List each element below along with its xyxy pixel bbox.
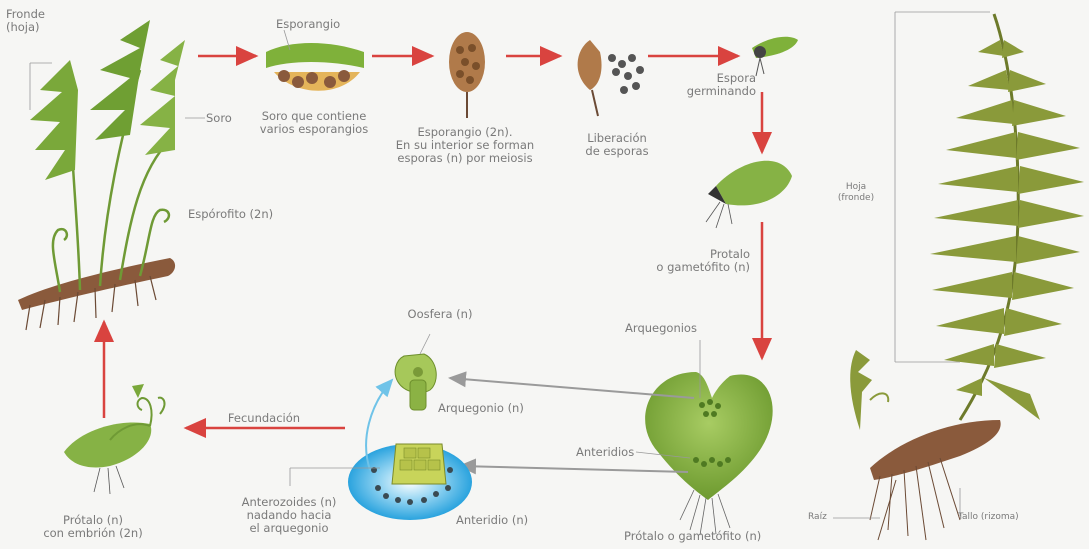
- label-fecundacion: Fecundación: [214, 412, 314, 425]
- label-esporangio-meiosis: Esporangio (2n). En su interior se forma…: [380, 126, 550, 165]
- label-anteridio: Anteridio (n): [456, 514, 528, 527]
- frond-left: [30, 60, 78, 180]
- frond-center: [90, 20, 150, 140]
- archegonium-illustration: [395, 334, 436, 410]
- label-arquegonio: Arquegonio (n): [438, 402, 524, 415]
- arrow-to-anteridio: [460, 466, 688, 472]
- label-esporofito: Espórofito (2n): [188, 208, 273, 221]
- label-hoja-fronde: Hoja (fronde): [826, 182, 886, 204]
- label-protalo-gametofito-bottom: Prótalo o gametófito (n): [624, 530, 761, 543]
- label-anteridios: Anteridios: [576, 446, 634, 459]
- young-prothallus-illustration: [706, 161, 792, 228]
- label-fronde: Fronde (hoja): [6, 8, 45, 34]
- gametophyte-heart-illustration: [636, 340, 773, 535]
- spore-release-illustration: [578, 40, 644, 116]
- label-oosfera: Oosfera (n): [400, 308, 480, 321]
- label-protalo-gametofito-top: Protalo o gametófito (n): [640, 248, 750, 274]
- label-soro-description: Soro que contiene varios esporangios: [246, 110, 382, 136]
- germinating-spore-illustration: [752, 37, 798, 76]
- label-raiz: Raíz: [808, 512, 827, 523]
- label-protalo-embrion: Prótalo (n) con embrión (2n): [28, 514, 158, 540]
- label-espora-germinando: Espora germinando: [670, 72, 756, 98]
- soro-illustration: [266, 30, 364, 91]
- label-soro: Soro: [206, 112, 232, 125]
- frond-right: [140, 40, 185, 155]
- label-arquegonios: Arquegonios: [606, 322, 716, 335]
- label-anterozoides: Anterozoides (n) nadando hacia el arqueg…: [224, 496, 354, 535]
- sporangium-illustration: [449, 32, 485, 118]
- sporophyte-illustration: [18, 20, 205, 330]
- prothallus-embryo-illustration: [64, 384, 164, 494]
- label-liberacion: Liberación de esporas: [574, 132, 660, 158]
- label-tallo: Tallo (rizoma): [958, 512, 1019, 523]
- label-esporangio-top: Esporangio: [276, 18, 340, 31]
- fern-plant-illustration: [833, 12, 1084, 540]
- rhizome-right: [870, 420, 1001, 480]
